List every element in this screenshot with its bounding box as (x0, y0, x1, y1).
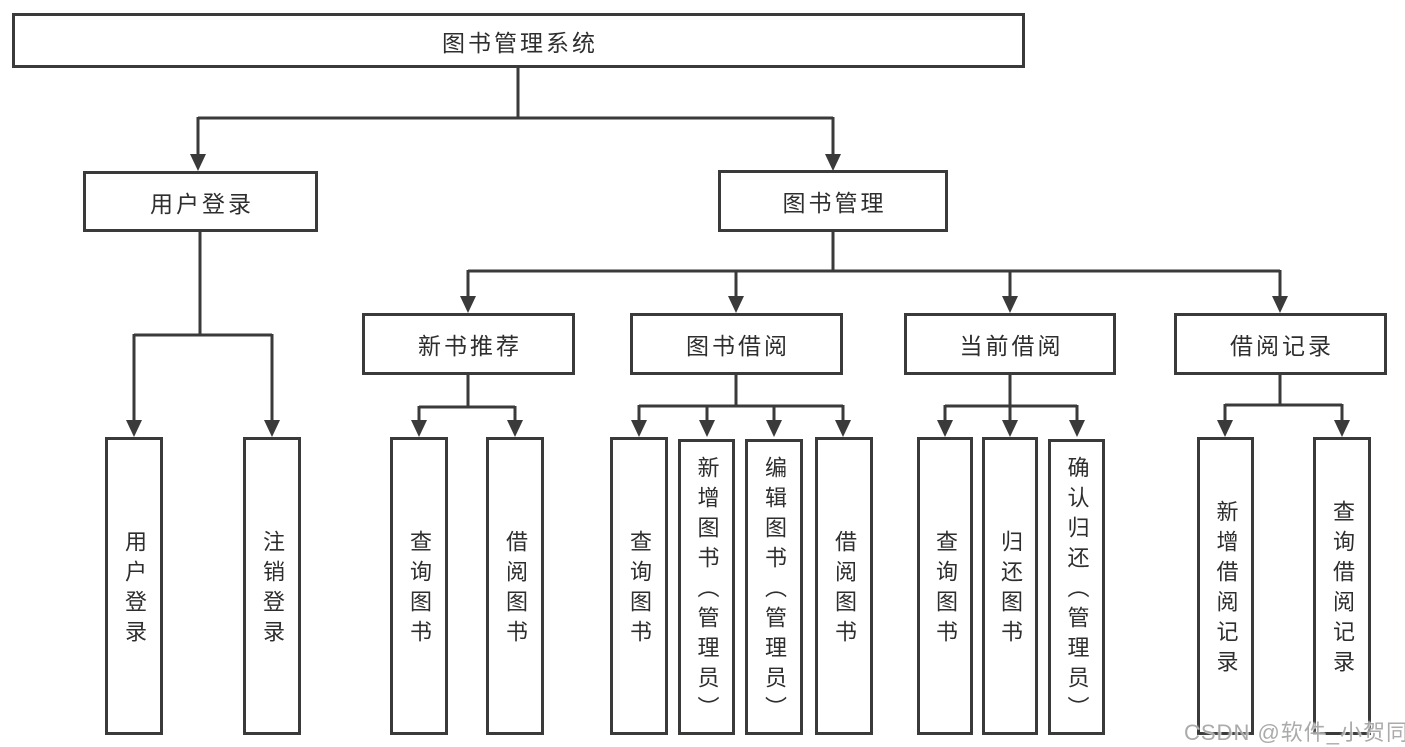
leaf-confirm-return-admin-label: 确认归还（管理员） (1064, 456, 1090, 726)
leaf-query-books-recommend: 查询图书 (390, 437, 448, 735)
node-user-login-label: 用户登录 (150, 190, 254, 217)
node-book-borrow-label: 图书借阅 (686, 333, 790, 359)
leaf-query-books-borrow-label: 查询图书 (627, 530, 652, 650)
leaf-user-login-label: 用户登录 (122, 530, 147, 650)
leaf-borrow-books-recommend: 借阅图书 (486, 437, 544, 735)
leaf-add-borrow-record: 新增借阅记录 (1197, 437, 1254, 735)
leaf-return-books: 归还图书 (982, 437, 1038, 735)
leaf-borrow-books-recommend-label: 借阅图书 (503, 530, 528, 650)
node-new-book-recommend-label: 新书推荐 (418, 333, 522, 359)
leaf-borrow-books-label: 借阅图书 (832, 530, 857, 650)
node-current-borrow-label: 当前借阅 (959, 333, 1064, 359)
leaf-logout: 注销登录 (243, 437, 301, 735)
node-root-system: 图书管理系统 (12, 13, 1025, 68)
leaf-query-books-current-label: 查询图书 (933, 530, 958, 650)
node-borrow-records: 借阅记录 (1174, 313, 1387, 375)
node-root-label: 图书管理系统 (442, 29, 598, 56)
node-book-borrow: 图书借阅 (630, 313, 843, 375)
leaf-query-books-borrow: 查询图书 (610, 437, 668, 735)
arrowhead-icons (126, 154, 1350, 437)
leaf-query-borrow-record-label: 查询借阅记录 (1330, 500, 1355, 680)
node-borrow-records-label: 借阅记录 (1230, 333, 1334, 359)
leaf-add-borrow-record-label: 新增借阅记录 (1213, 500, 1239, 680)
leaf-confirm-return-admin: 确认归还（管理员） (1048, 439, 1105, 735)
node-current-borrow: 当前借阅 (904, 313, 1116, 375)
node-new-book-recommend: 新书推荐 (362, 313, 575, 375)
leaf-logout-label: 注销登录 (260, 530, 285, 650)
node-book-management-label: 图书管理 (782, 190, 887, 216)
leaf-query-borrow-record: 查询借阅记录 (1313, 437, 1371, 735)
leaf-query-books-current: 查询图书 (917, 437, 973, 735)
leaf-query-books-recommend-label: 查询图书 (407, 530, 432, 650)
leaf-user-login: 用户登录 (105, 437, 163, 735)
leaf-edit-books-admin-label: 编辑图书（管理员） (762, 456, 787, 726)
leaf-borrow-books: 借阅图书 (815, 437, 873, 735)
leaf-add-books-admin-label: 新增图书（管理员） (694, 456, 720, 726)
leaf-add-books-admin: 新增图书（管理员） (678, 439, 735, 735)
node-user-login: 用户登录 (83, 171, 318, 232)
node-book-management: 图书管理 (718, 170, 948, 232)
leaf-return-books-label: 归还图书 (998, 530, 1023, 650)
leaf-edit-books-admin: 编辑图书（管理员） (745, 439, 803, 735)
